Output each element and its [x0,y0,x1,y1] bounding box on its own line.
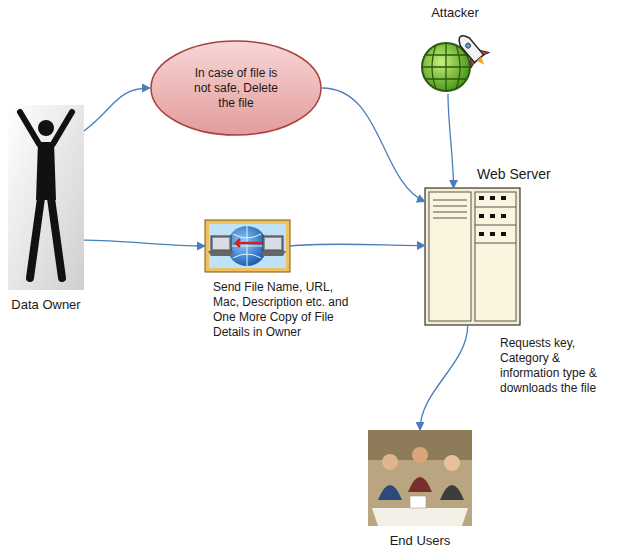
flow-arrow [322,88,425,202]
ellipse-shape [151,41,321,135]
node-label: Attacker [405,5,505,21]
network-icon [205,220,290,272]
edge-label: Requests key, Category & information typ… [500,336,618,396]
flow-arrow [84,88,150,131]
end-users-picture [368,430,472,526]
web-server-node: Web Server [425,188,520,325]
data-owner-node: Data Owner [8,105,84,290]
attacker-icon [422,29,493,91]
flow-arrow [448,94,454,188]
data-owner-figure [8,105,84,290]
node-label: End Users [360,533,480,549]
node-label: Data Owner [4,297,88,313]
web-server-icon [425,188,520,325]
end-users-node: End Users [368,430,472,526]
network-node: Send File Name, URL, Mac, Description et… [205,220,290,272]
attacker-node: Attacker [420,30,490,94]
flow-arrow [84,240,205,246]
flow-arrow [290,244,425,246]
flow-arrow [420,325,468,430]
node-label: Web Server [477,166,577,184]
node-label: Send File Name, URL, Mac, Description et… [213,280,353,340]
warning-ellipse: In case of file is not safe, Delete the … [150,40,322,136]
node-text: In case of file is not safe, Delete the … [186,66,286,111]
